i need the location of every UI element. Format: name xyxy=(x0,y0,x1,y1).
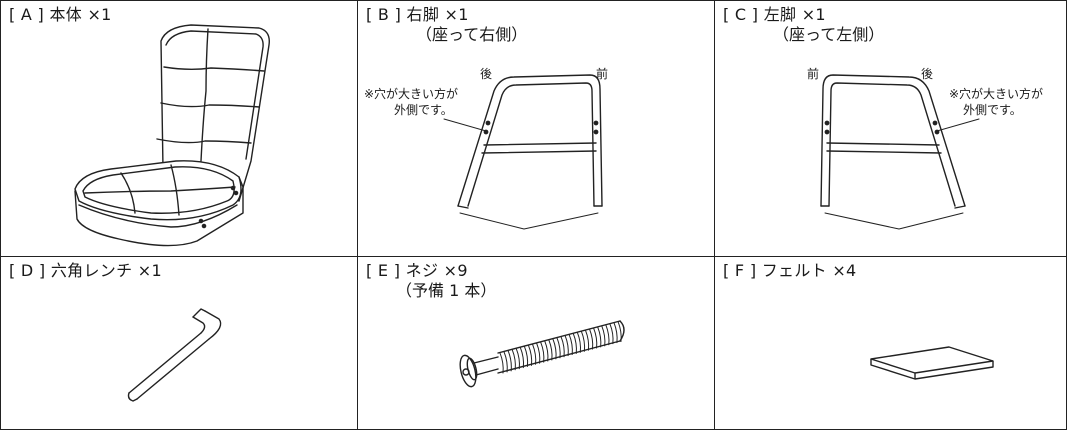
screw-thread xyxy=(500,353,503,373)
part-b-sub: （座って右側） xyxy=(416,25,528,44)
screw-thread xyxy=(512,350,515,370)
part-c-label: [ C ] 左脚 ×1 xyxy=(723,5,826,24)
screw-thread xyxy=(614,323,617,343)
screw-thread xyxy=(524,346,527,366)
screw-thread xyxy=(545,341,548,361)
screw-thread xyxy=(581,331,584,351)
part-c-back-label: 後 xyxy=(921,67,934,81)
screw-thread xyxy=(561,337,564,357)
screw-thread xyxy=(516,349,519,369)
left-leg-frame-icon xyxy=(715,1,1066,257)
felt-pad-icon xyxy=(715,257,1066,429)
screw-thread xyxy=(577,332,580,352)
screw-thread xyxy=(533,344,536,364)
screw-thread xyxy=(573,333,576,353)
part-e-label: [ E ] ネジ ×9 xyxy=(366,261,468,280)
screw-thread xyxy=(537,343,540,363)
part-e-sub: （予備 1 本） xyxy=(396,281,497,300)
screw-thread xyxy=(606,325,609,345)
part-e-cell: [ E ] ネジ ×9 （予備 1 本） xyxy=(358,257,715,429)
part-c-front-label: 前 xyxy=(807,67,820,81)
screw-thread xyxy=(565,336,568,356)
part-c-sub: （座って左側） xyxy=(773,25,885,44)
part-b-label: [ B ] 右脚 ×1 xyxy=(366,5,469,24)
part-f-cell: [ F ] フェルト ×4 xyxy=(715,257,1066,429)
screw-thread xyxy=(553,339,556,359)
screw-thread xyxy=(557,338,560,358)
part-a-cell: [ A ] 本体 ×1 xyxy=(1,1,358,257)
screw-thread xyxy=(520,348,523,368)
screw-thread xyxy=(541,342,544,362)
screw-thread xyxy=(602,326,605,346)
part-b-front-label: 前 xyxy=(596,67,609,81)
floor-chair-icon xyxy=(1,1,358,257)
part-f-label: [ F ] フェルト ×4 xyxy=(723,261,857,280)
screw-thread xyxy=(590,329,593,349)
screw-thread xyxy=(504,352,507,372)
screw-thread xyxy=(594,328,597,348)
part-c-cell: [ C ] 左脚 ×1 （座って左側） 前 後 ※穴が大きい方が 外側です。 xyxy=(715,1,1066,257)
screw-thread xyxy=(585,330,588,350)
part-b-note-line2: 外側です。 xyxy=(394,103,453,117)
part-d-label: [ D ] 六角レンチ ×1 xyxy=(9,261,162,280)
hex-wrench-icon xyxy=(1,257,358,429)
screw-thread xyxy=(569,335,572,355)
part-d-cell: [ D ] 六角レンチ ×1 xyxy=(1,257,358,429)
part-c-note-line1: ※穴が大きい方が xyxy=(949,87,1044,101)
screw-thread xyxy=(610,324,613,344)
screw-thread xyxy=(598,327,601,347)
part-b-note-line1: ※穴が大きい方が xyxy=(364,87,459,101)
screw-thread xyxy=(549,340,552,360)
screw-thread xyxy=(508,351,511,371)
screw-thread xyxy=(618,322,621,342)
part-a-label: [ A ] 本体 ×1 xyxy=(9,5,112,24)
screw-icon xyxy=(358,257,715,429)
screw-thread xyxy=(528,345,531,365)
part-c-note-line2: 外側です。 xyxy=(963,103,1022,117)
part-b-back-label: 後 xyxy=(480,67,493,81)
right-leg-frame-icon xyxy=(358,1,715,257)
part-b-cell: [ B ] 右脚 ×1 （座って右側） 後 前 ※穴が大きい方が 外側です。 xyxy=(358,1,715,257)
